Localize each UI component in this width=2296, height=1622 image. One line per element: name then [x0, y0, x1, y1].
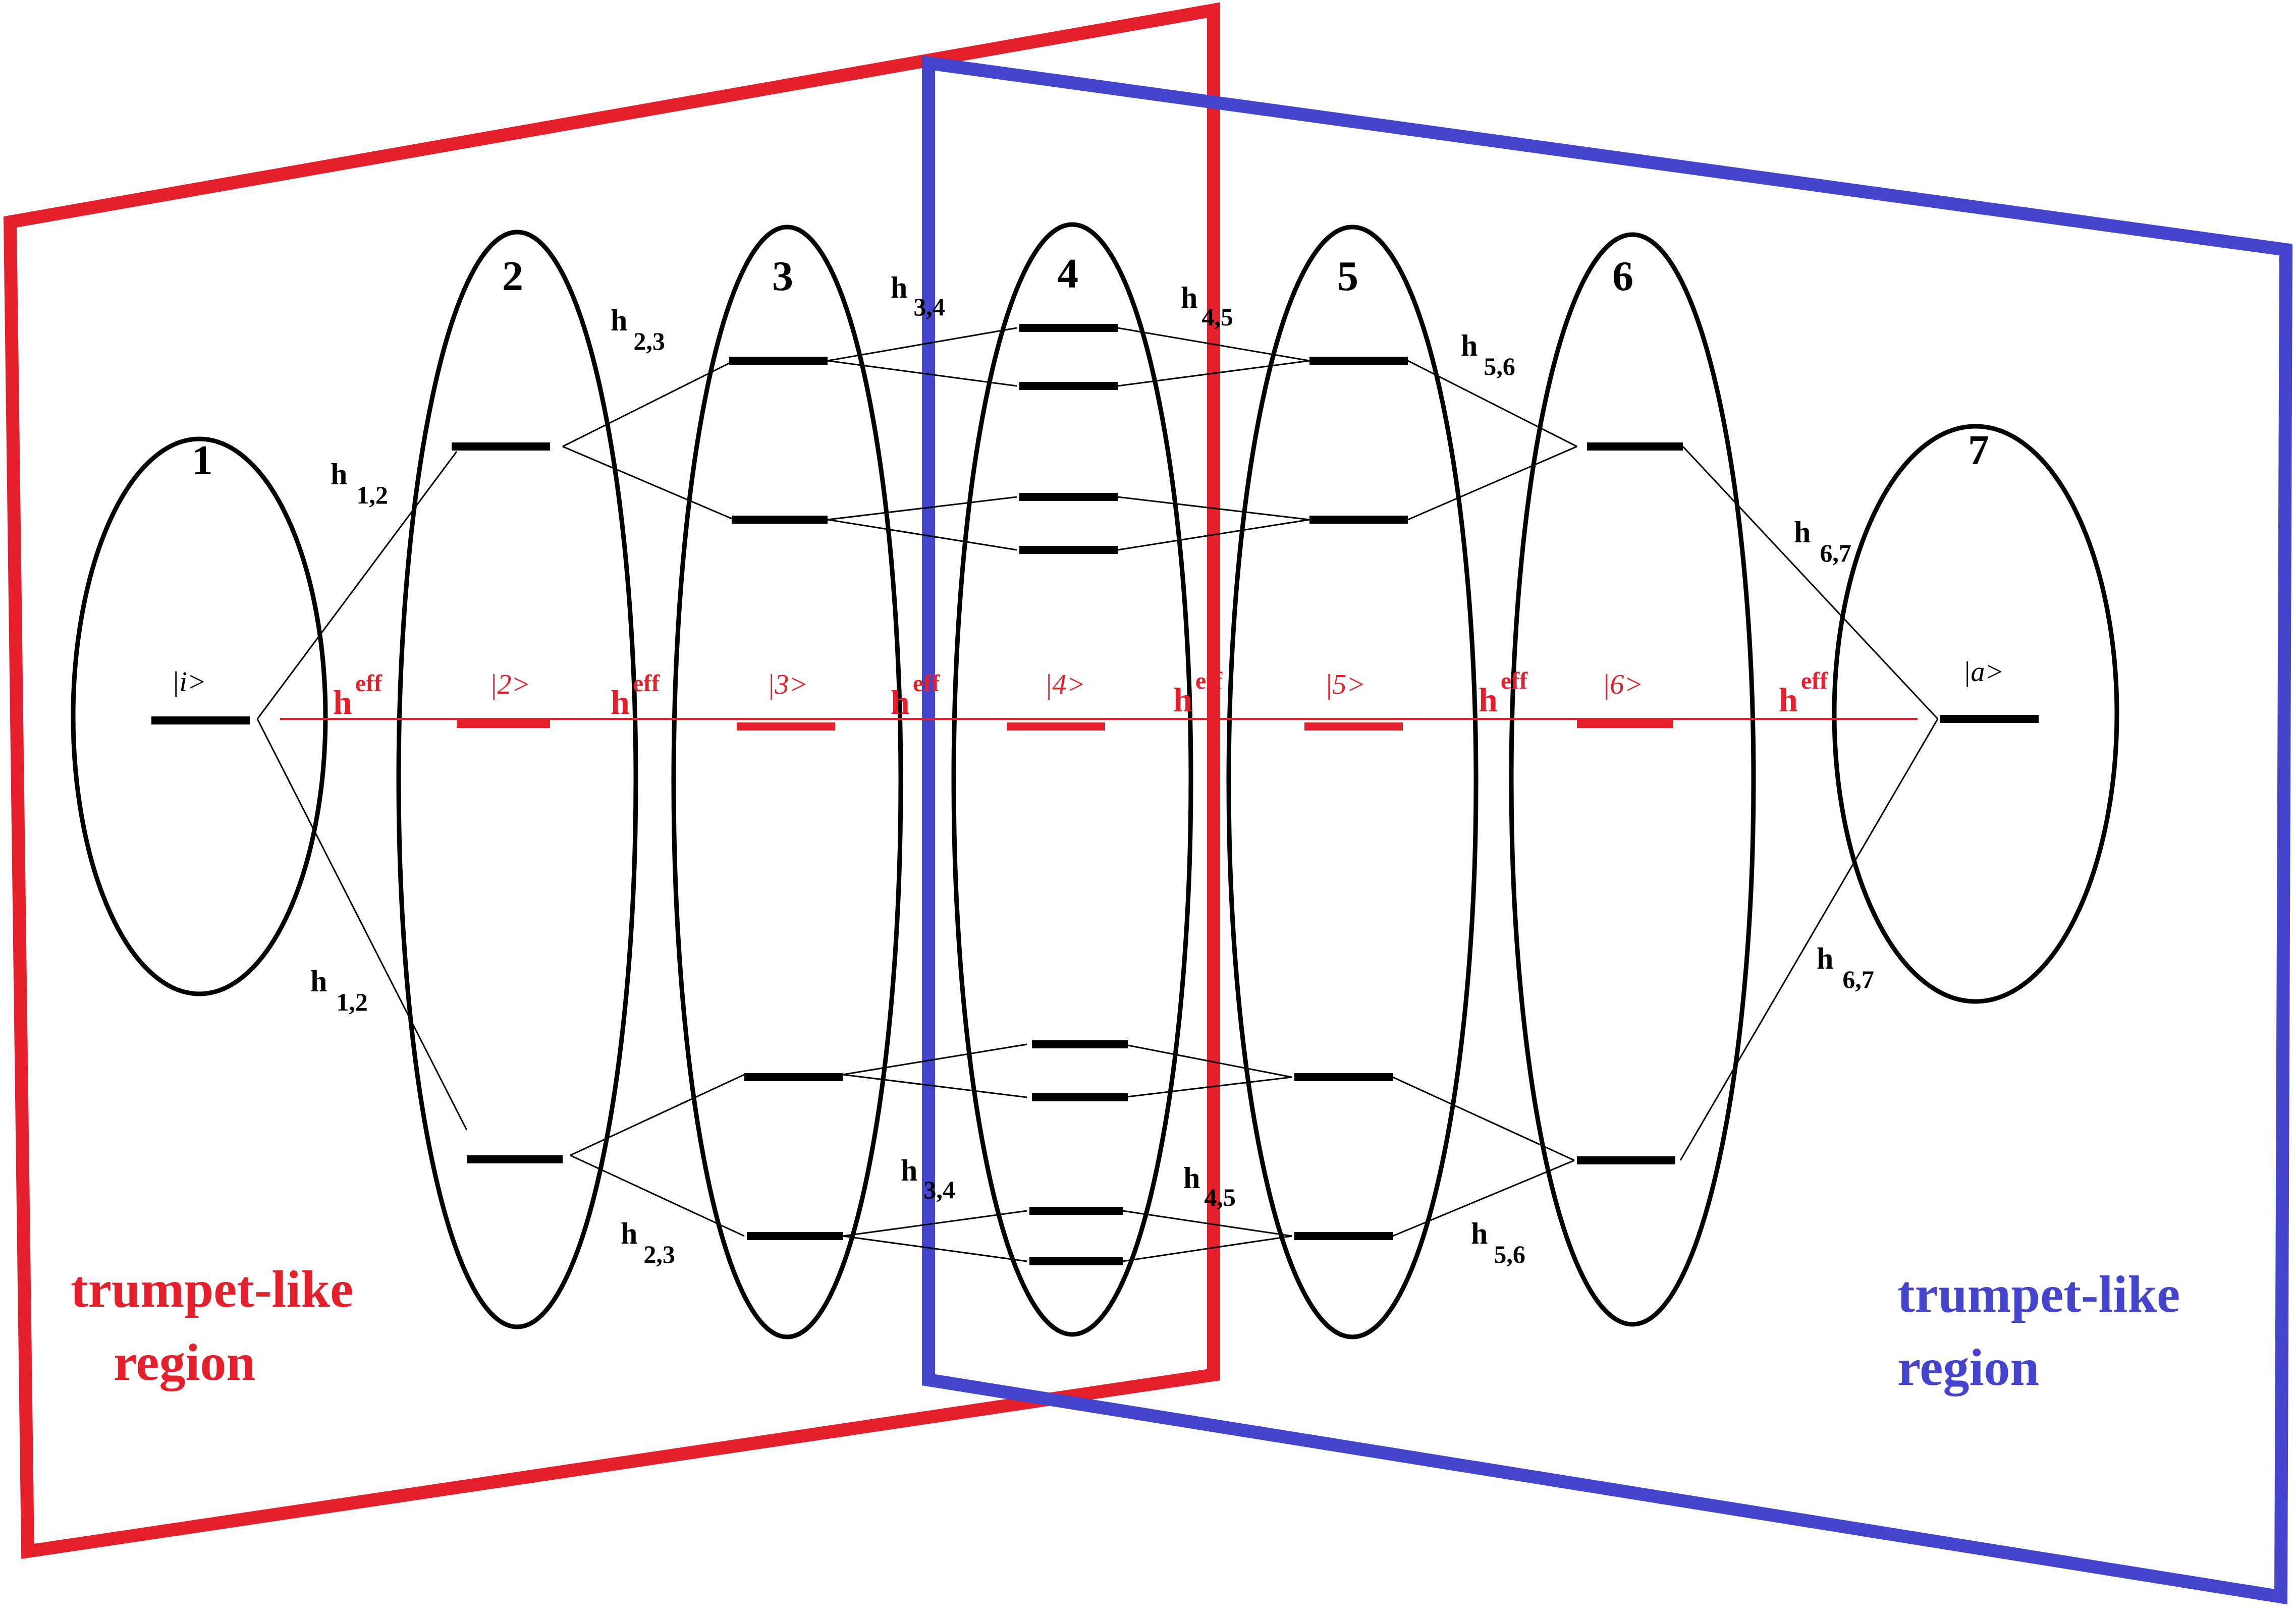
label-h12-top: h1,2 — [331, 458, 388, 509]
label-h67-bottom: h6,7 — [1817, 942, 1874, 993]
site-4-ellipse — [951, 222, 1193, 1337]
label-h23-top: h2,3 — [611, 304, 665, 355]
site-2-ellipse — [396, 230, 638, 1329]
label-h12-bottom: h1,2 — [310, 965, 368, 1016]
site-1-ellipse — [71, 436, 328, 996]
site-number-7: 7 — [1968, 427, 1989, 474]
site-3-ellipse — [671, 225, 903, 1339]
state-labels: |i> |2> |3> |4> |5> |6> |a> — [172, 656, 2004, 700]
svg-text:trumpet-like: trumpet-like — [71, 1260, 353, 1318]
site-number-1: 1 — [192, 437, 213, 484]
svg-text:region: region — [1897, 1338, 2039, 1396]
site-number-6: 6 — [1612, 253, 1633, 300]
blue-region-frame — [922, 55, 2293, 1605]
label-h56-top: h5,6 — [1461, 329, 1515, 380]
state-4: |4> — [1045, 669, 1085, 700]
state-a: |a> — [1963, 656, 2004, 688]
region-label-left: trumpet-like region — [71, 1260, 353, 1391]
state-3: |3> — [767, 669, 808, 700]
svg-text:region: region — [114, 1333, 255, 1391]
red-region-frame — [3, 2, 1220, 1559]
energy-levels-red — [457, 720, 1673, 731]
site-numbers: 1 2 3 4 5 6 7 — [192, 250, 1989, 484]
site-7-ellipse — [1832, 424, 2119, 1004]
site-ellipses — [71, 222, 2119, 1339]
state-6: |6> — [1602, 669, 1643, 700]
label-h34-top: h3,4 — [891, 271, 945, 321]
label-h67-top: h6,7 — [1794, 516, 1851, 567]
label-h34-bottom: h3,4 — [901, 1154, 955, 1204]
site-number-2: 2 — [502, 253, 523, 300]
state-5: |5> — [1325, 669, 1365, 700]
label-h45-bottom: h4,5 — [1183, 1161, 1236, 1211]
site-number-5: 5 — [1337, 253, 1358, 300]
coupling-labels: h1,2 h1,2 h2,3 h2,3 h3,4 h3,4 h4,5 h4,5 … — [310, 271, 1874, 1268]
label-h45-top: h4,5 — [1181, 281, 1233, 331]
state-i: |i> — [172, 666, 206, 698]
site-number-4: 4 — [1057, 250, 1078, 297]
coupling-lines — [256, 327, 1939, 1262]
label-h56-bottom: h5,6 — [1471, 1217, 1525, 1268]
energy-levels-black — [151, 324, 2039, 1265]
site-number-3: 3 — [772, 253, 793, 300]
region-label-right: trumpet-like region — [1897, 1265, 2180, 1396]
label-h23-bottom: h2,3 — [621, 1217, 675, 1268]
svg-text:trumpet-like: trumpet-like — [1897, 1265, 2180, 1323]
state-2: |2> — [489, 669, 530, 700]
site-5-ellipse — [1226, 225, 1479, 1339]
site-6-ellipse — [1509, 232, 1756, 1327]
